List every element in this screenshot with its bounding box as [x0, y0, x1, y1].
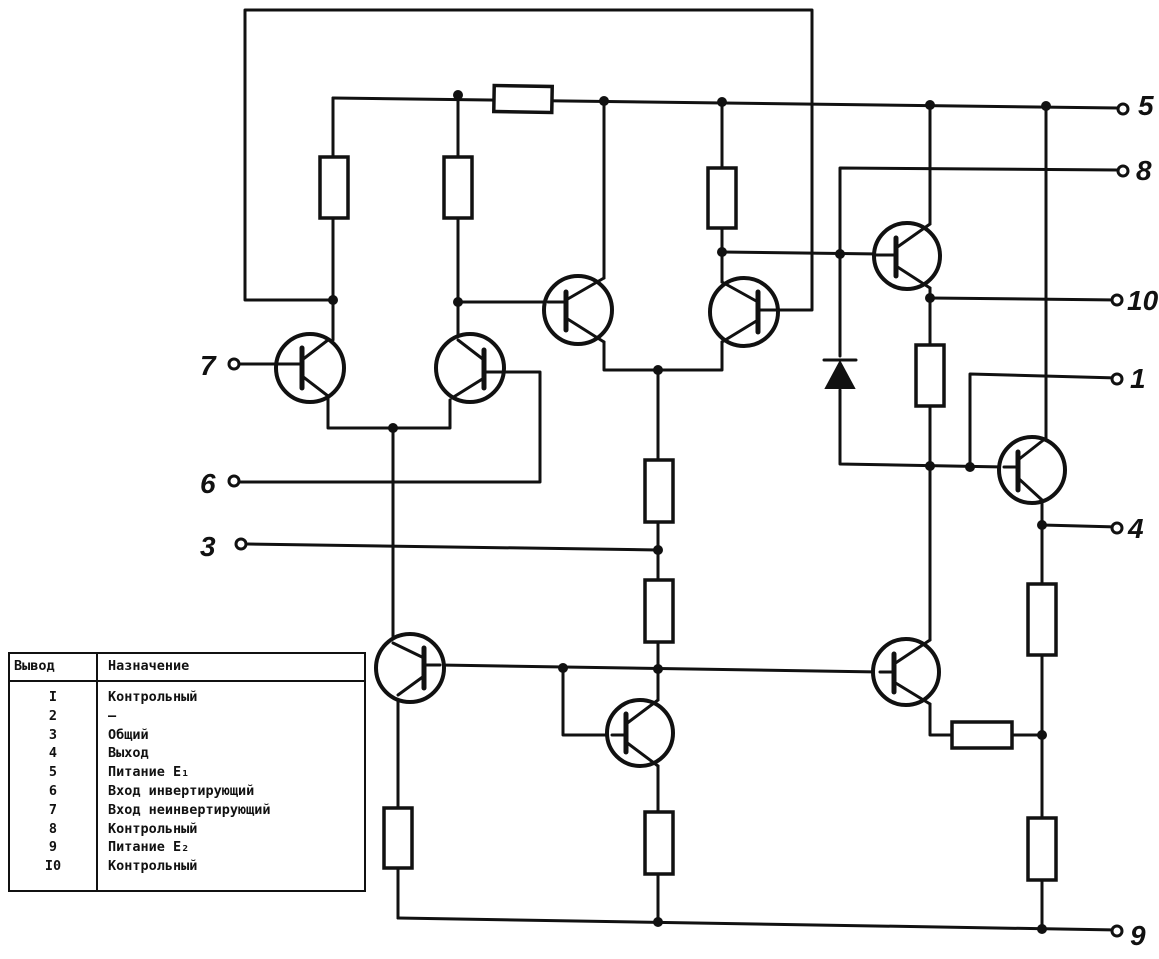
resistor-r4 [706, 166, 738, 230]
resistor-r7 [643, 810, 675, 876]
table-row: 8 Контрольный [10, 820, 364, 839]
row-pin: 8 [48, 820, 58, 837]
row-purpose: Контрольный [108, 689, 198, 705]
pin-8-terminal: 8 [1116, 155, 1152, 186]
table-row: I0 Контрольный [10, 857, 364, 876]
pin-8-label: 8 [1136, 155, 1152, 186]
table-row: 9 Питание E₂ [10, 838, 364, 857]
pin-6-label: 6 [200, 468, 216, 499]
pin-10-terminal: 10 [1110, 285, 1159, 316]
pin-4-label: 4 [1127, 513, 1144, 544]
row-purpose: Контрольный [108, 858, 198, 875]
resistor-r8 [382, 806, 414, 870]
header-pin: Вывод [14, 658, 55, 674]
row-purpose: Питание E₂ [108, 839, 190, 856]
pin-9-terminal: 9 [1110, 920, 1146, 951]
pin-5-label: 5 [1138, 90, 1154, 121]
transistor-t5 [872, 221, 942, 291]
transistor-t1 [274, 332, 346, 404]
row-pin: I [48, 689, 58, 705]
wires [238, 8, 1120, 932]
row-purpose: Контрольный [108, 820, 198, 837]
diode-symbol [824, 359, 856, 389]
table-row: 7 Вход неинвертирующий [10, 801, 364, 820]
pin-terminals: 5 8 10 1 4 9 7 6 [200, 90, 1159, 951]
pin-1-label: 1 [1130, 363, 1146, 394]
pin-7-terminal: 7 [200, 350, 241, 381]
pin-6-terminal: 6 [200, 468, 241, 499]
row-purpose: Питание E₁ [108, 764, 190, 781]
resistor-r6 [643, 578, 675, 644]
row-pin: 9 [48, 839, 58, 856]
row-purpose: Общий [108, 726, 149, 743]
row-pin: 6 [48, 782, 58, 799]
resistor-r12 [1026, 816, 1058, 882]
pin-9-label: 9 [1130, 920, 1146, 951]
table-row: 2– [10, 707, 364, 726]
transistor-t7 [374, 632, 446, 704]
transistor-t8 [605, 698, 675, 768]
transistors [274, 221, 1067, 768]
table-row: 3 Общий [10, 726, 364, 745]
resistor-r9 [914, 343, 946, 408]
table-row: 4 Выход [10, 744, 364, 763]
resistor-r2 [318, 155, 350, 220]
table-row: I Контрольный [10, 688, 364, 707]
row-purpose: Вход неинвертирующий [108, 801, 271, 818]
pin-4-terminal: 4 [1110, 513, 1144, 544]
pin-5-terminal: 5 [1116, 90, 1154, 121]
resistors [318, 83, 1058, 882]
pin-10-label: 10 [1127, 285, 1159, 316]
resistor-r1 [491, 83, 555, 115]
row-pin: I0 [44, 858, 62, 875]
junction-dots [328, 90, 1051, 934]
row-pin: 3 [48, 726, 58, 743]
transistor-t6 [997, 435, 1067, 505]
resistor-r5 [643, 458, 675, 524]
row-pin: 4 [48, 745, 58, 762]
transistor-t2 [434, 332, 506, 404]
row-pin: 7 [48, 801, 58, 818]
header-purpose: Назначение [108, 658, 190, 674]
pin-1-terminal: 1 [1110, 363, 1146, 394]
transistor-t3 [542, 274, 614, 346]
row-purpose: Выход [108, 745, 149, 762]
table-row: 6 Вход инвертирующий [10, 782, 364, 801]
pin-3-label: 3 [200, 531, 216, 562]
row-purpose: Вход инвертирующий [108, 782, 255, 799]
resistor-r3 [442, 155, 474, 220]
row-pin: 2 [48, 707, 58, 724]
diode [822, 358, 858, 389]
table-header: Вывод Назначение [10, 654, 364, 682]
row-purpose: – [108, 707, 117, 724]
resistor-r10 [1026, 582, 1058, 657]
table-row: 5 Питание E₁ [10, 763, 364, 782]
pin-7-label: 7 [200, 350, 217, 381]
transistor-t4 [708, 276, 780, 348]
transistor-t9 [871, 637, 941, 707]
resistor-r11 [950, 720, 1014, 750]
pin-3-terminal: 3 [200, 531, 248, 562]
column-divider [96, 654, 98, 890]
row-pin: 5 [48, 764, 58, 781]
